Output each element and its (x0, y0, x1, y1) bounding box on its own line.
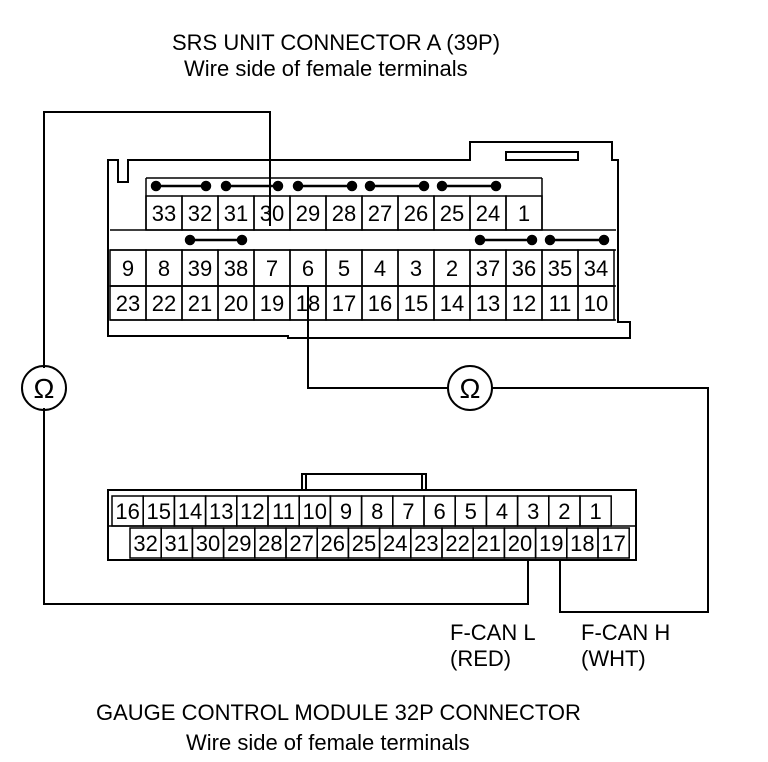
gauge-terminal-1: 1 (589, 499, 601, 524)
gauge-terminal-20: 20 (508, 531, 532, 556)
gauge-terminal-22: 22 (445, 531, 469, 556)
srs-terminal-6: 6 (302, 256, 314, 281)
gauge-terminal-11: 11 (272, 499, 295, 524)
gauge-terminal-4: 4 (496, 499, 508, 524)
gauge-terminal-27: 27 (289, 531, 313, 556)
srs-terminal-38: 38 (224, 256, 248, 281)
srs-terminal-16: 16 (368, 291, 392, 316)
srs-terminal-15: 15 (404, 291, 428, 316)
ohmmeter-right (447, 365, 493, 411)
ohm-symbol-right: Ω (460, 373, 481, 404)
srs-terminal-8: 8 (158, 256, 170, 281)
srs-terminal-19: 19 (260, 291, 284, 316)
srs-terminal-24: 24 (476, 201, 500, 226)
srs-terminal-35: 35 (548, 256, 572, 281)
gauge-terminal-23: 23 (414, 531, 438, 556)
gauge-terminal-25: 25 (352, 531, 376, 556)
gauge-terminal-30: 30 (196, 531, 220, 556)
gauge-terminal-18: 18 (570, 531, 594, 556)
srs-terminal-9: 9 (122, 256, 134, 281)
gauge-connector-subtitle: Wire side of female terminals (186, 730, 470, 755)
srs-terminal-30: 30 (260, 201, 284, 226)
srs-terminal-36: 36 (512, 256, 536, 281)
srs-terminal-25: 25 (440, 201, 464, 226)
srs-terminal-10-cell (577, 285, 615, 321)
srs-latch-slot (505, 151, 579, 161)
srs-terminal-12: 12 (512, 291, 536, 316)
gauge-terminal-15: 15 (147, 499, 171, 524)
srs-terminal-39: 39 (188, 256, 212, 281)
gauge-terminal-2: 2 (558, 499, 570, 524)
gauge-latch (301, 473, 427, 490)
gauge-terminal-31: 31 (165, 531, 189, 556)
gauge-terminal-32: 32 (133, 531, 157, 556)
srs-terminal-1-cell (505, 195, 543, 231)
ohm-symbol-left: Ω (34, 373, 55, 404)
gauge-terminal-26: 26 (321, 531, 345, 556)
srs-terminal-14: 14 (440, 291, 464, 316)
gauge-terminal-19: 19 (539, 531, 563, 556)
gauge-terminal-29: 29 (227, 531, 251, 556)
srs-terminal-27: 27 (368, 201, 392, 226)
ohmmeter-left (21, 365, 67, 411)
srs-terminal-33: 33 (152, 201, 176, 226)
srs-grid-lines (110, 177, 616, 321)
gauge-terminal-1-cell (579, 495, 612, 527)
gauge-terminal-3: 3 (527, 499, 539, 524)
gauge-terminal-17: 17 (601, 531, 625, 556)
srs-terminal-29: 29 (296, 201, 320, 226)
srs-terminal-11: 11 (549, 291, 572, 316)
srs-terminal-32: 32 (188, 201, 212, 226)
srs-connector-subtitle: Wire side of female terminals (184, 56, 468, 81)
srs-terminal-10: 10 (584, 291, 608, 316)
gauge-terminal-8: 8 (371, 499, 383, 524)
srs-terminal-1: 1 (518, 201, 530, 226)
srs-terminal-2: 2 (446, 256, 458, 281)
gauge-terminal-28: 28 (258, 531, 282, 556)
gauge-terminal-14: 14 (178, 499, 202, 524)
srs-terminal-21: 21 (188, 291, 212, 316)
gauge-terminal-17-cell (597, 527, 630, 559)
fcan-l-label: F-CAN L (450, 620, 536, 645)
srs-terminal-23: 23 (116, 291, 140, 316)
fcan-h-color-label: (WHT) (581, 646, 646, 671)
fcan-l-color-label: (RED) (450, 646, 512, 671)
srs-connector-title: SRS UNIT CONNECTOR A (39P) (172, 30, 501, 55)
wire-right-loop (307, 286, 709, 613)
srs-terminal-17: 17 (332, 291, 356, 316)
srs-terminal-20: 20 (224, 291, 248, 316)
srs-terminal-26: 26 (404, 201, 428, 226)
gauge-terminal-7: 7 (402, 499, 414, 524)
srs-terminal-34: 34 (584, 256, 608, 281)
srs-terminal-13: 13 (476, 291, 500, 316)
gauge-terminal-5: 5 (465, 499, 477, 524)
gauge-terminal-21: 21 (477, 531, 501, 556)
srs-terminal-3: 3 (410, 256, 422, 281)
srs-terminal-22: 22 (152, 291, 176, 316)
srs-terminal-4: 4 (374, 256, 386, 281)
gauge-connector-title: GAUGE CONTROL MODULE 32P CONNECTOR (96, 700, 581, 725)
gauge-terminal-24: 24 (383, 531, 407, 556)
fcan-h-label: F-CAN H (581, 620, 671, 645)
gauge-connector-housing (107, 489, 637, 561)
gauge-terminal-13: 13 (209, 499, 233, 524)
wire-left-loop (43, 111, 529, 605)
srs-terminal-37: 37 (476, 256, 500, 281)
gauge-terminal-10: 10 (303, 499, 327, 524)
gauge-terminal-16: 16 (115, 499, 139, 524)
srs-terminal-28: 28 (332, 201, 356, 226)
gauge-terminal-9: 9 (340, 499, 352, 524)
gauge-terminal-12: 12 (240, 499, 264, 524)
srs-terminal-31: 31 (224, 201, 248, 226)
shorting-bars (150, 180, 610, 246)
srs-terminal-5: 5 (338, 256, 350, 281)
srs-connector-housing (107, 141, 631, 339)
gauge-terminal-6: 6 (433, 499, 445, 524)
srs-terminal-7: 7 (266, 256, 278, 281)
